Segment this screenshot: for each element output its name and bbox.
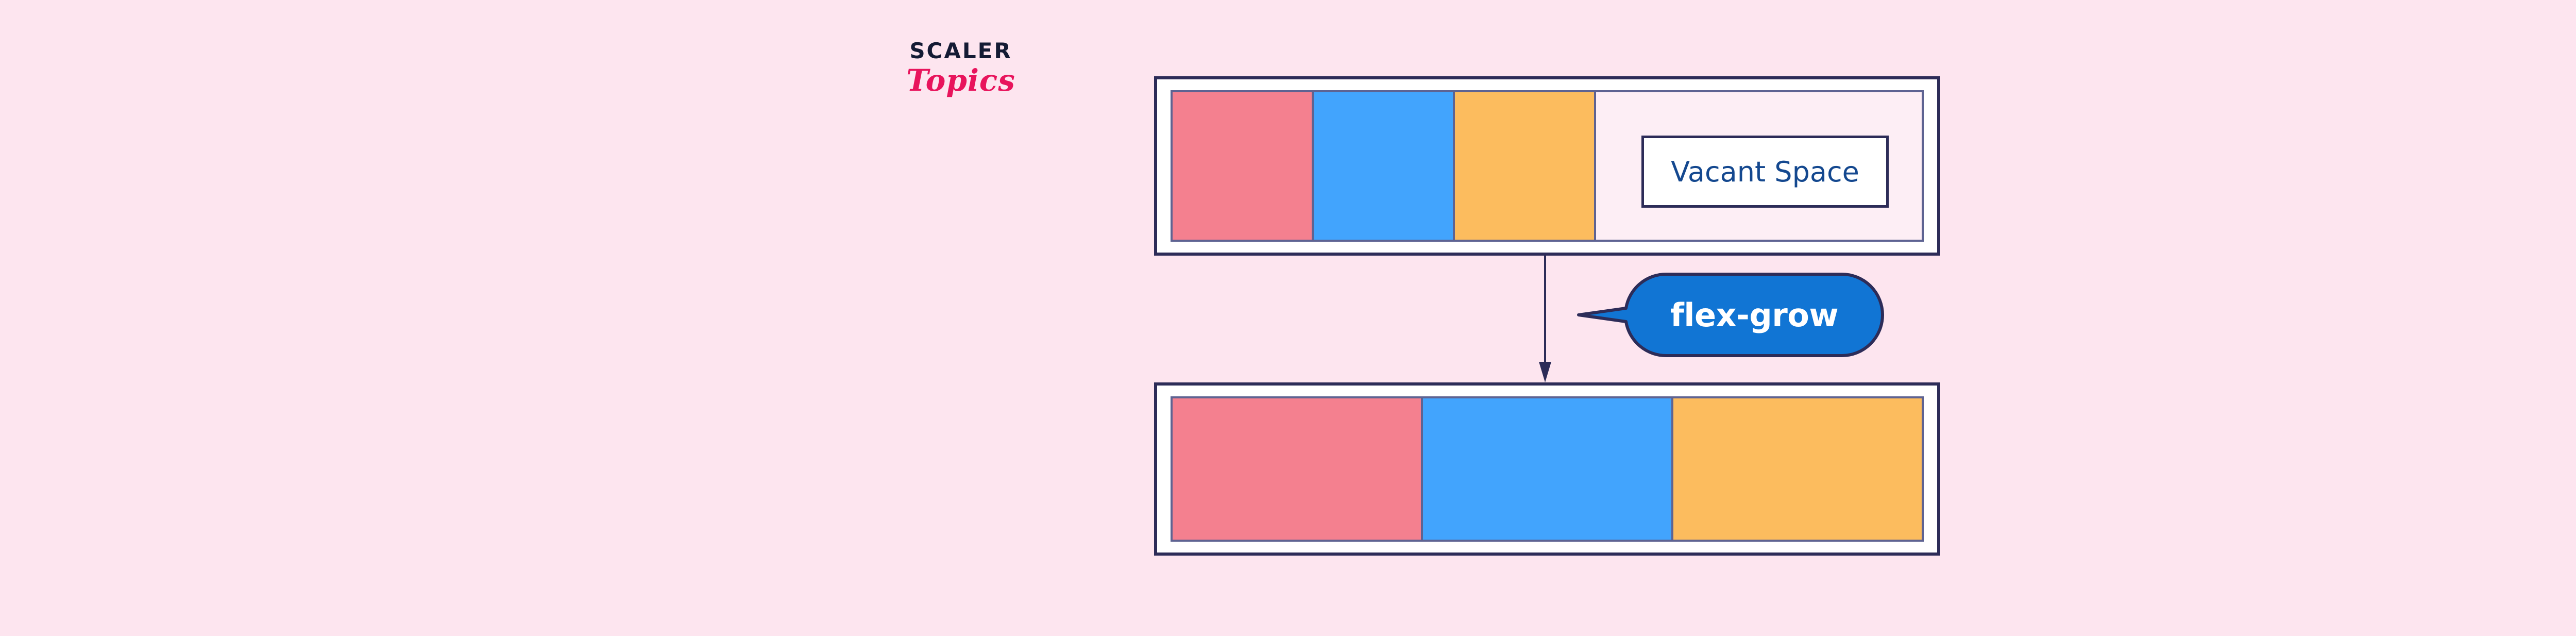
- flex-row-after: [1171, 396, 1924, 542]
- flex-item-3-after: [1673, 398, 1922, 540]
- brand-wordmark: SCALER: [909, 38, 1012, 63]
- flex-container-before: Vacant Space: [1154, 76, 1940, 256]
- transition-arrow-down-icon: [1538, 256, 1552, 383]
- scaler-topics-logo: SCALER Topics: [896, 40, 1025, 123]
- flex-item-2-before: [1314, 92, 1455, 240]
- vacant-space-label: Vacant Space: [1641, 136, 1889, 208]
- flex-row-before: Vacant Space: [1171, 90, 1924, 242]
- callout-bubble-shape: [1577, 272, 1884, 358]
- flex-item-1-before: [1173, 92, 1314, 240]
- brand-script-topics: Topics: [906, 63, 1015, 98]
- flex-grow-callout: flex-grow: [1577, 271, 1886, 359]
- flex-item-2-after: [1423, 398, 1673, 540]
- flex-container-after: [1154, 382, 1940, 556]
- vacant-space-text: Vacant Space: [1671, 155, 1859, 188]
- flex-item-3-before: [1455, 92, 1596, 240]
- flex-item-1-after: [1173, 398, 1423, 540]
